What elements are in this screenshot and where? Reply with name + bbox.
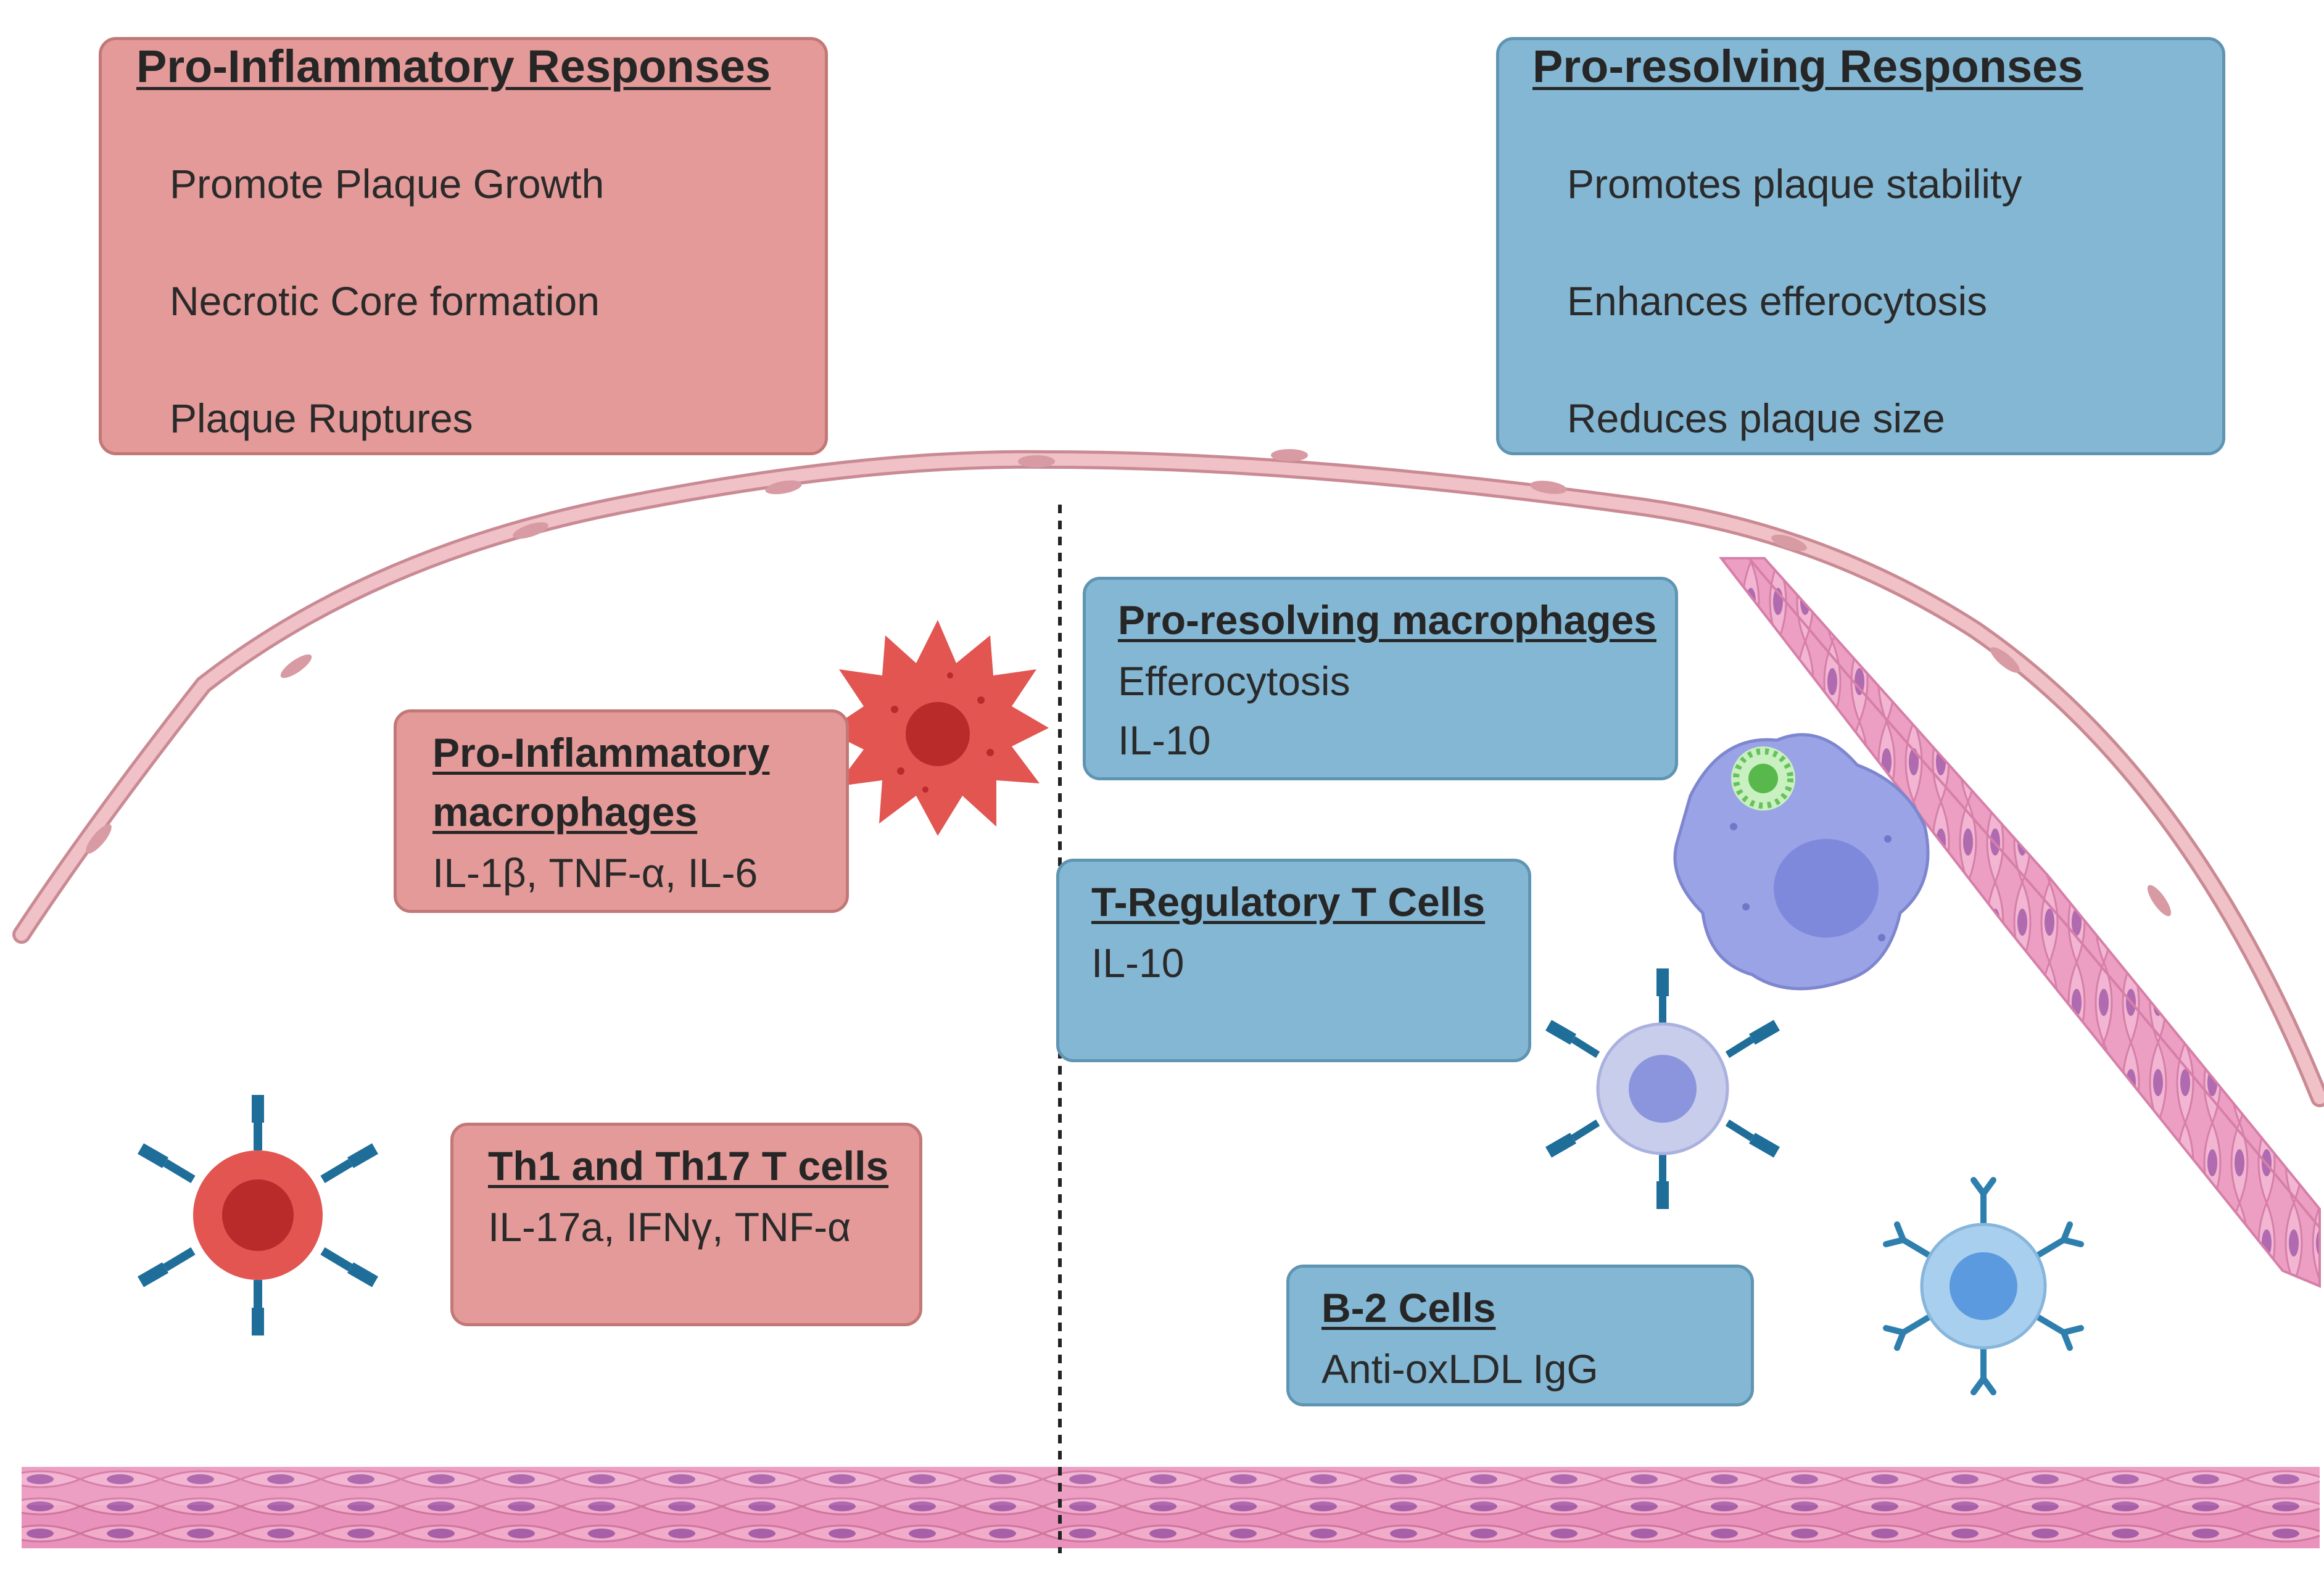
inflammatory-macrophages-box: Pro-Inflammatory macrophages IL-1β, TNF-… <box>394 709 849 913</box>
pro-resolving-item-1: Promotes plaque stability <box>1567 161 2022 207</box>
pro-resolving-responses-box: Pro-resolving Responses Promotes plaque … <box>1496 37 2225 455</box>
th-cells-box: Th1 and Th17 T cells IL-17a, IFNγ, TNF-α <box>450 1123 922 1326</box>
resolving-macrophages-title: Pro-resolving macrophages <box>1118 597 1656 643</box>
b2-title: B-2 Cells <box>1321 1285 1496 1331</box>
treg-title: T-Regulatory T Cells <box>1091 879 1486 925</box>
b2-line-1: Anti-oxLDL IgG <box>1321 1346 1598 1392</box>
resolving-macrophages-line-2: IL-10 <box>1118 717 1211 763</box>
endothelial-cell-icon <box>12 449 2324 1107</box>
pro-resolving-item-2: Enhances efferocytosis <box>1567 278 1988 324</box>
pro-inflammatory-item-1: Promote Plaque Growth <box>170 161 605 207</box>
th-cell-icon <box>138 1095 378 1335</box>
b-cell-icon <box>1883 1177 2084 1395</box>
pro-inflammatory-item-2: Necrotic Core formation <box>170 278 600 324</box>
resolving-macrophages-box: Pro-resolving macrophages Efferocytosis … <box>1083 577 1678 780</box>
smooth-muscle-layer <box>22 1467 2320 1548</box>
treg-cell-icon <box>1545 968 1780 1209</box>
pro-inflammatory-responses-box: Pro-Inflammatory Responses Promote Plaqu… <box>99 37 828 455</box>
resolving-macrophages-line-1: Efferocytosis <box>1118 658 1350 704</box>
inflammatory-macrophages-cytokines: IL-1β, TNF-α, IL-6 <box>432 850 758 896</box>
inflammatory-macrophages-title-2: macrophages <box>432 789 698 835</box>
pro-resolving-title: Pro-resolving Responses <box>1532 41 2083 92</box>
b2-box: B-2 Cells Anti-oxLDL IgG <box>1286 1265 1754 1406</box>
inflammatory-macrophage-icon <box>827 620 1049 836</box>
smooth-muscle-cell-icon <box>1718 557 2321 1288</box>
apoptotic-cell-icon <box>1731 746 1795 811</box>
th-cells-title: Th1 and Th17 T cells <box>488 1143 889 1189</box>
treg-line-1: IL-10 <box>1091 940 1185 986</box>
th-cells-cytokines: IL-17a, IFNγ, TNF-α <box>488 1204 851 1250</box>
pro-resolving-item-3: Reduces plaque size <box>1567 395 1945 441</box>
pro-inflammatory-title: Pro-Inflammatory Responses <box>136 41 771 92</box>
treg-box: T-Regulatory T Cells IL-10 <box>1056 859 1531 1062</box>
pro-inflammatory-item-3: Plaque Ruptures <box>170 395 473 441</box>
inflammatory-macrophages-title-1: Pro-Inflammatory <box>432 730 770 775</box>
